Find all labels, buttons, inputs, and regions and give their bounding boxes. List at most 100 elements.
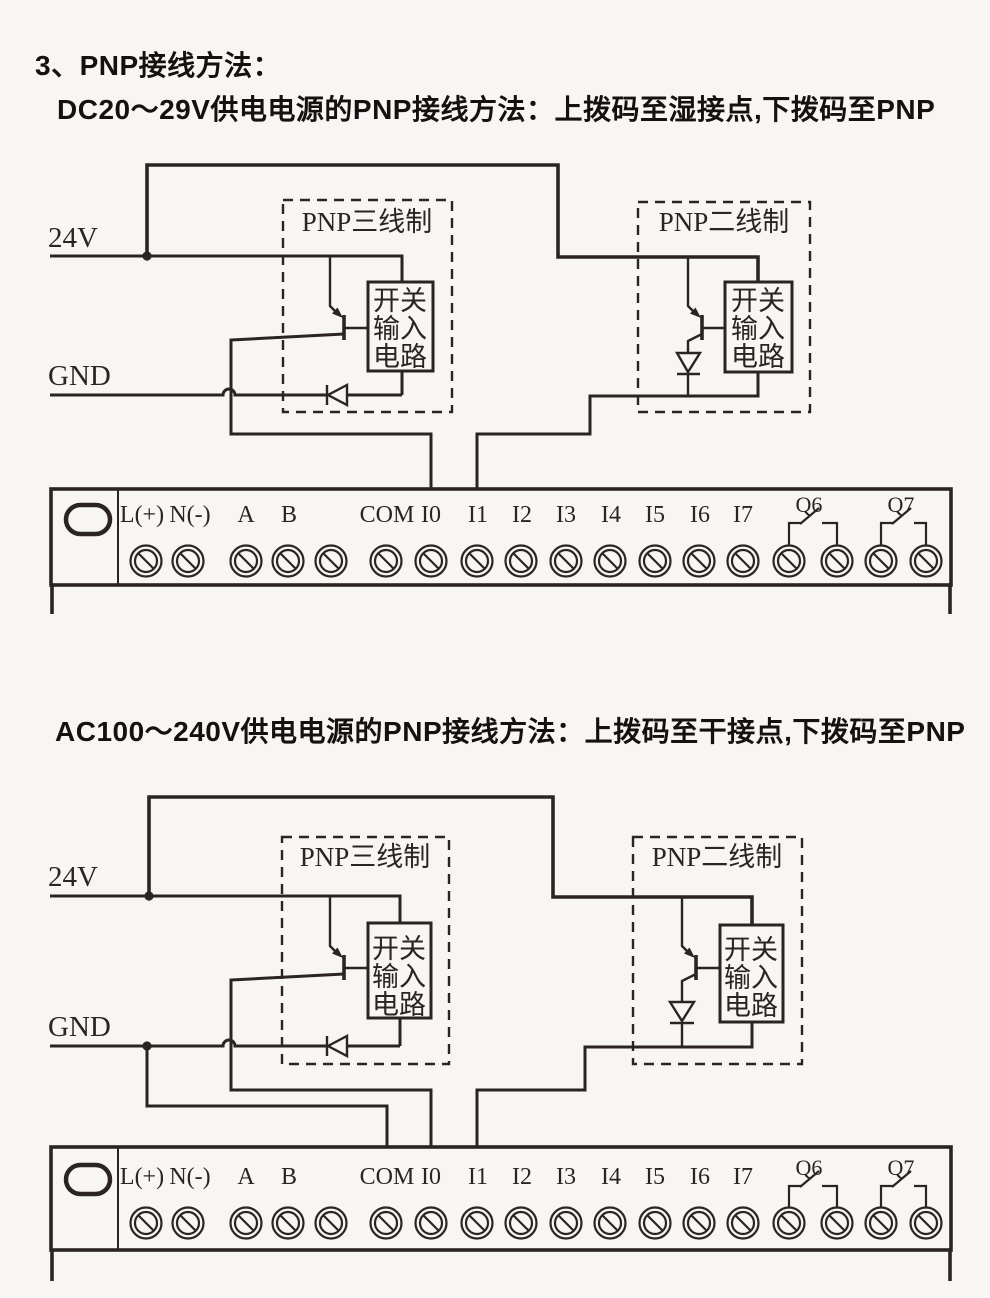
ac-strip-body — [49, 1145, 953, 1252]
relay-contact-q7 — [879, 1184, 928, 1207]
relay-blade-q7 — [891, 507, 912, 525]
dc-box1-line1: 开关 — [373, 286, 427, 316]
dc-box2-line1: 开关 — [731, 286, 785, 316]
dc-terminal-label: B — [281, 502, 297, 528]
terminal-screw — [504, 1206, 538, 1240]
ac-three-wire-emitter — [328, 896, 338, 954]
ac-box2-line3: 电路 — [724, 991, 778, 1021]
relay-blade-q6 — [799, 1170, 820, 1188]
ac-24v-label: 24V — [48, 861, 98, 893]
dc-gnd-label: GND — [48, 360, 111, 392]
relay-label-q7: Q7 — [888, 1155, 915, 1180]
ac-strip-indicator-oval — [63, 1162, 113, 1197]
terminal-screw — [229, 544, 263, 578]
dc-three-wire-emitter — [328, 256, 338, 314]
dc-three-wire-switch-input-box — [366, 280, 435, 373]
dc-box2-line2: 输入 — [731, 314, 785, 344]
terminal-screw — [314, 544, 348, 578]
ac-24v-rail-wire — [50, 894, 402, 923]
ac-terminal-label: N(-) — [169, 1164, 210, 1190]
terminal-screw — [638, 1206, 672, 1240]
terminal-screw — [549, 1206, 583, 1240]
dc-three-wire-emitter-arrow — [332, 307, 343, 318]
ac-plc-body-outline — [50, 1250, 952, 1281]
dc-terminal-label: N(-) — [169, 502, 210, 528]
relay-label-q7: Q7 — [888, 492, 915, 517]
terminal-screw — [460, 1206, 494, 1240]
ac-two-wire-sensor-box — [631, 835, 804, 1066]
dc-three-wire-label: PNP三线制 — [302, 207, 433, 237]
ac-two-wire-collector — [680, 972, 697, 1002]
dc-plc-body-outline — [50, 585, 952, 614]
dc-terminal-label: I3 — [556, 502, 576, 528]
terminal-screw — [229, 1206, 263, 1240]
dc-terminal-label: I7 — [733, 502, 753, 528]
relay-contact-q6 — [787, 1184, 839, 1207]
terminal-screw — [369, 1206, 403, 1240]
dc-24v-label: 24V — [48, 222, 98, 254]
dc-two-wire-return-to-i1 — [475, 372, 760, 489]
dc-top-feed-wire — [145, 163, 760, 283]
ac-three-wire-output-to-i0 — [229, 972, 433, 1148]
dc-box1-line3: 电路 — [373, 342, 427, 372]
dc-box1-line2: 输入 — [373, 314, 427, 344]
terminal-screw — [171, 1206, 205, 1240]
relay-label-q6: Q6 — [796, 492, 823, 517]
ac-three-wire-label: PNP三线制 — [300, 842, 431, 872]
dc-terminal-label: L(+) — [120, 502, 164, 528]
ac-diagram: 24V GND PNP三线制 开关 输入 电路 — [48, 795, 953, 1281]
ac-three-wire-emitter-arrow — [332, 947, 343, 958]
ac-terminal-label: COM — [360, 1164, 415, 1190]
ac-terminal-label: I5 — [645, 1164, 665, 1190]
ac-terminal-label: L(+) — [120, 1164, 164, 1190]
dc-terminal-label: I1 — [468, 502, 488, 528]
dc-two-wire-emitter — [686, 257, 696, 314]
terminal-screw — [638, 544, 672, 578]
ac-terminal-label: B — [281, 1164, 297, 1190]
ac-terminal-label: I0 — [421, 1164, 441, 1190]
ac-two-wire-label: PNP二线制 — [652, 842, 783, 872]
terminal-screw — [369, 544, 403, 578]
ac-terminal-label: I3 — [556, 1164, 576, 1190]
ac-two-wire-emitter-arrow — [684, 947, 695, 958]
terminal-screw — [593, 1206, 627, 1240]
terminal-screw — [414, 1206, 448, 1240]
relay-contact-q7 — [879, 521, 928, 545]
dc-wiring-subtitle: DC20～29V供电电源的PNP接线方法：上拨码至湿接点,下拨码至PNP — [57, 94, 936, 125]
ac-box1-line3: 电路 — [372, 990, 426, 1020]
terminal-screw — [726, 544, 760, 578]
ac-gnd-rail-wire — [50, 1018, 402, 1048]
ac-terminal-label: I2 — [512, 1164, 532, 1190]
dc-terminal-label: I4 — [601, 502, 621, 528]
terminal-screw — [864, 1206, 898, 1240]
dc-diagram: 24V GND PNP三线制 开关 输入 电路 — [48, 163, 953, 614]
terminal-screw — [682, 1206, 716, 1240]
dc-terminal-label: I6 — [690, 502, 710, 528]
terminal-screw — [820, 1206, 854, 1240]
dc-box2-line3: 电路 — [731, 342, 785, 372]
ac-terminal-strip: L(+) N(-) A B COM I0 I1 I2 I3 I4 I5 I6 I… — [49, 1145, 953, 1281]
dc-three-wire-diode — [325, 383, 349, 407]
ac-three-wire-diode — [325, 1034, 349, 1058]
dc-three-wire-output-to-i0 — [229, 332, 433, 489]
terminal-screw — [314, 1206, 348, 1240]
ac-gnd-label: GND — [48, 1011, 111, 1043]
terminal-screw — [820, 544, 854, 578]
dc-strip-indicator-oval — [63, 502, 113, 537]
dc-two-wire-sensor-box — [636, 200, 812, 414]
dc-two-wire-label: PNP二线制 — [659, 207, 790, 237]
dc-terminal-label: I5 — [645, 502, 665, 528]
terminal-screw — [864, 544, 898, 578]
ac-junction-dot-24v — [144, 891, 154, 901]
ac-wiring-subtitle: AC100～240V供电电源的PNP接线方法：上拨码至干接点,下拨码至PNP — [55, 716, 966, 747]
terminal-screw — [504, 544, 538, 578]
ac-gnd-to-com-wire — [145, 1046, 389, 1148]
terminal-screw — [549, 544, 583, 578]
ac-three-wire-switch-input-box — [366, 921, 433, 1020]
dc-terminal-strip: L(+) N(-) A B COM I0 I1 I2 I3 I4 I5 I6 I… — [49, 487, 953, 614]
terminal-screw — [909, 1206, 943, 1240]
terminal-screw — [129, 1206, 163, 1240]
relay-label-q6: Q6 — [796, 1155, 823, 1180]
dc-terminal-label: I0 — [421, 502, 441, 528]
terminal-screw — [171, 544, 205, 578]
